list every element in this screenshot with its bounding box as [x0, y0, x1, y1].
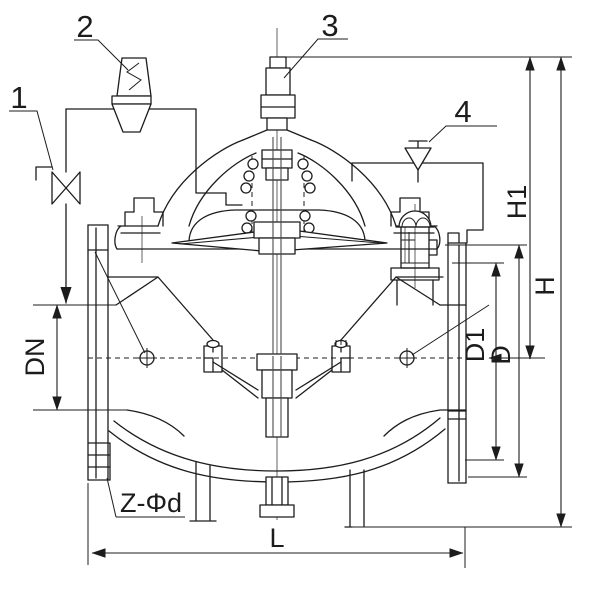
- diaphragm-pan: [188, 209, 366, 242]
- callout-2: 2: [76, 9, 93, 44]
- pilot-valve-port: [35, 166, 53, 181]
- left-rib: [189, 461, 217, 522]
- right-chamber-wall: [340, 276, 444, 353]
- labels: 1 2 3 4 DN D1 D H1 H L Z-Φd: [10, 8, 560, 553]
- pilot-chamber-cover: [351, 162, 484, 244]
- leader-3: [283, 38, 348, 79]
- dim-label-d: D: [486, 345, 516, 365]
- indicator-cap: [269, 56, 287, 69]
- d1-bolt-leader: [411, 304, 490, 356]
- callout-leaders: [9, 38, 497, 518]
- dim-label-dn: DN: [20, 338, 50, 377]
- right-rib: [344, 469, 365, 528]
- callout-4: 4: [454, 94, 471, 129]
- spring-coils: [240, 158, 316, 234]
- valve-body: [87, 56, 490, 528]
- bolt-hole-right: [397, 348, 417, 368]
- right-ear: [390, 197, 430, 227]
- left-bolt-leader: [94, 251, 146, 354]
- isolation-valve-icon: [51, 171, 81, 205]
- leader-2: [74, 39, 129, 71]
- indicator-fitting: [390, 210, 440, 306]
- dim-label-l: L: [269, 523, 284, 553]
- vent-funnel: [404, 140, 432, 183]
- dim-label-h: H: [530, 276, 560, 296]
- pilot-circuit: [35, 57, 243, 304]
- dim-label-d1: D1: [460, 328, 490, 363]
- leader-bolt-holes: [106, 477, 185, 518]
- leader-1: [9, 110, 54, 171]
- dim-label-bolt-holes: Z-Φd: [120, 488, 182, 518]
- left-ear: [124, 197, 164, 227]
- dim-label-h1: H1: [502, 185, 532, 220]
- bottom-plug: [265, 476, 289, 506]
- callout-3: 3: [321, 8, 338, 43]
- funnel-icon: [404, 147, 432, 171]
- left-chamber-wall: [107, 276, 214, 353]
- leader-4: [428, 125, 497, 143]
- bolt-hole-left: [137, 348, 157, 368]
- bonnet-dome: [157, 139, 244, 227]
- callout-1: 1: [10, 80, 27, 115]
- dimension-lines: [33, 56, 572, 568]
